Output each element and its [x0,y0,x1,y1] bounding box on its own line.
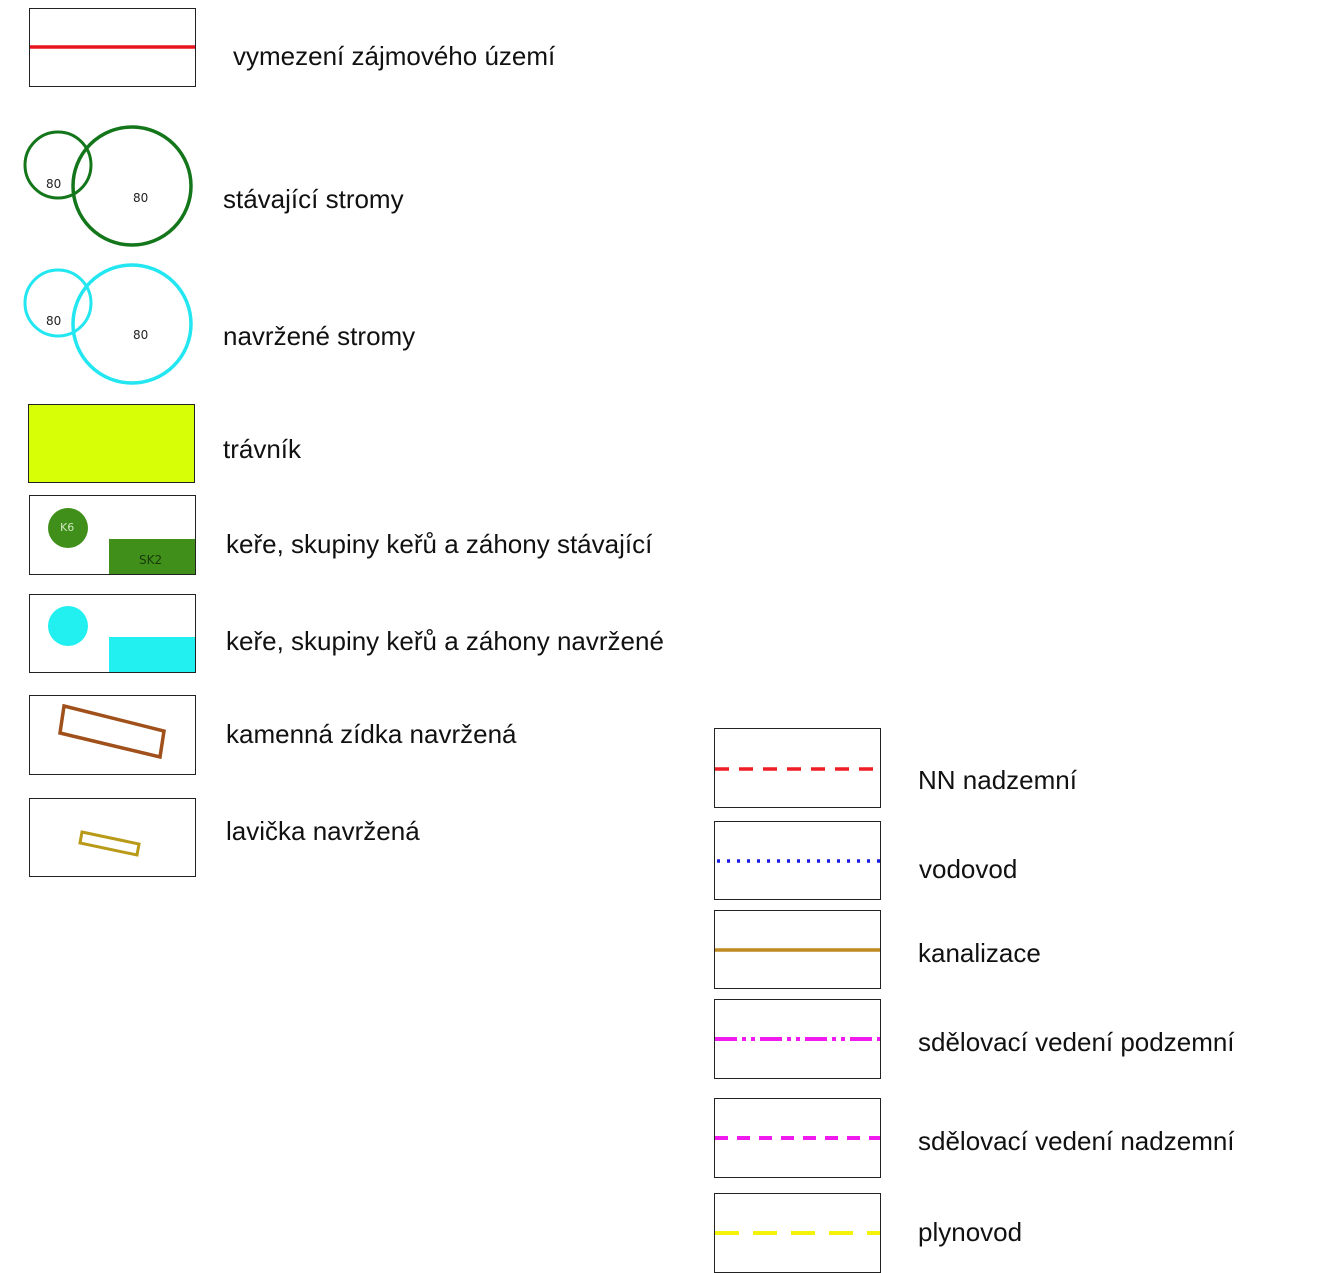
proposed-shrubs-label: keře, skupiny keřů a záhony navržené [226,626,664,656]
dashed-line-icon [715,1136,880,1140]
existing-tree-small-value: 80 [46,177,62,191]
lawn-swatch [28,404,195,483]
sewer-label: kanalizace [918,938,1041,968]
existing-shrubs-label: keře, skupiny keřů a záhony stávající [226,529,653,559]
telecom-underground-symbol [714,999,881,1079]
proposed-tree-large-value: 80 [133,328,149,342]
stone-wall-icon [58,703,166,760]
telecom-overhead-symbol [714,1098,881,1178]
telecom-underground-label: sdělovací vedení podzemní [918,1027,1235,1057]
dash-dot-line-icon [715,1037,880,1041]
dotted-line-icon [717,859,880,863]
boundary-line-icon [30,45,195,49]
lawn-label: trávník [223,434,302,464]
nn-overhead-symbol [714,728,881,808]
shrub-shapes-icon [48,508,195,574]
proposed-shrubs-symbol [29,594,196,673]
telecom-overhead-label: sdělovací vedení nadzemní [918,1126,1235,1156]
tree-circles-icon [23,125,193,247]
water-symbol [714,821,881,900]
nn-overhead-label: NN nadzemní [918,765,1077,795]
sewer-symbol [714,910,881,989]
gas-label: plynovod [918,1217,1023,1247]
shrub-rect-code: SK2 [139,553,163,567]
existing-trees-label: stávající stromy [223,184,404,214]
bench-icon [78,830,141,857]
shrub-shapes-icon [48,606,195,672]
boundary-label: vymezení zájmového území [233,41,556,71]
long-dashed-line-icon [715,1231,880,1235]
dashed-line-icon [715,767,880,771]
stone-wall-symbol [29,695,196,775]
proposed-tree-small-value: 80 [46,314,62,328]
bench-symbol [29,798,196,877]
existing-trees-symbol: 80 80 [20,122,200,252]
bench-label: lavička navržená [226,816,420,846]
tree-circles-icon [23,263,193,385]
boundary-symbol [29,8,196,87]
stone-wall-label: kamenná zídka navržená [226,719,517,749]
solid-line-icon [715,948,880,952]
water-label: vodovod [919,854,1018,884]
proposed-trees-symbol: 80 80 [20,260,200,390]
shrub-circle-code: K6 [60,521,75,534]
gas-symbol [714,1193,881,1273]
existing-tree-large-value: 80 [133,191,149,205]
existing-shrubs-symbol: K6 SK2 [29,495,196,575]
proposed-trees-label: navržené stromy [223,321,416,351]
